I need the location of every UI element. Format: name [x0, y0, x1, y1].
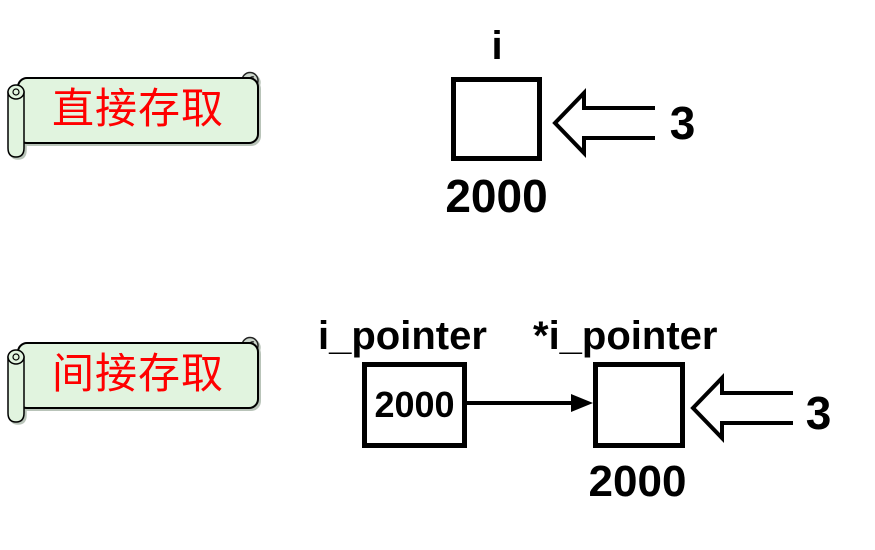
deref-pointer-name-label: *i_pointer [533, 314, 718, 358]
pointer-cell-value: 2000 [374, 384, 455, 425]
banner-roll-spiral [12, 88, 20, 96]
direct-assigned-value-label: 3 [669, 97, 696, 149]
pointer-reference-arrow-icon [467, 394, 593, 412]
banner-left-roll [7, 356, 25, 423]
banner-roll-end-icon [7, 349, 25, 365]
scroll-banner-indirect [7, 336, 259, 423]
direct-variable-name-label: i [491, 24, 503, 68]
assign-arrow-left-icon [690, 373, 793, 443]
direct-address-label: 2000 [445, 170, 548, 222]
banner-roll-spiral [12, 353, 20, 361]
direct-access-banner-label: 直接存取 [51, 87, 224, 133]
assign-arrow-left-icon [552, 88, 655, 158]
direct-memory-cell [451, 77, 542, 161]
banner-roll-end-icon [7, 84, 25, 100]
scroll-banner-direct [7, 71, 259, 158]
target-memory-cell [593, 362, 685, 448]
pointer-memory-cell: 2000 [362, 362, 467, 448]
indirect-access-banner-label: 间接存取 [51, 352, 224, 398]
pointer-variable-name-label: i_pointer [318, 314, 487, 358]
banner-left-roll [7, 91, 25, 158]
indirect-assigned-value-label: 3 [805, 387, 832, 439]
indirect-address-label: 2000 [588, 457, 687, 506]
